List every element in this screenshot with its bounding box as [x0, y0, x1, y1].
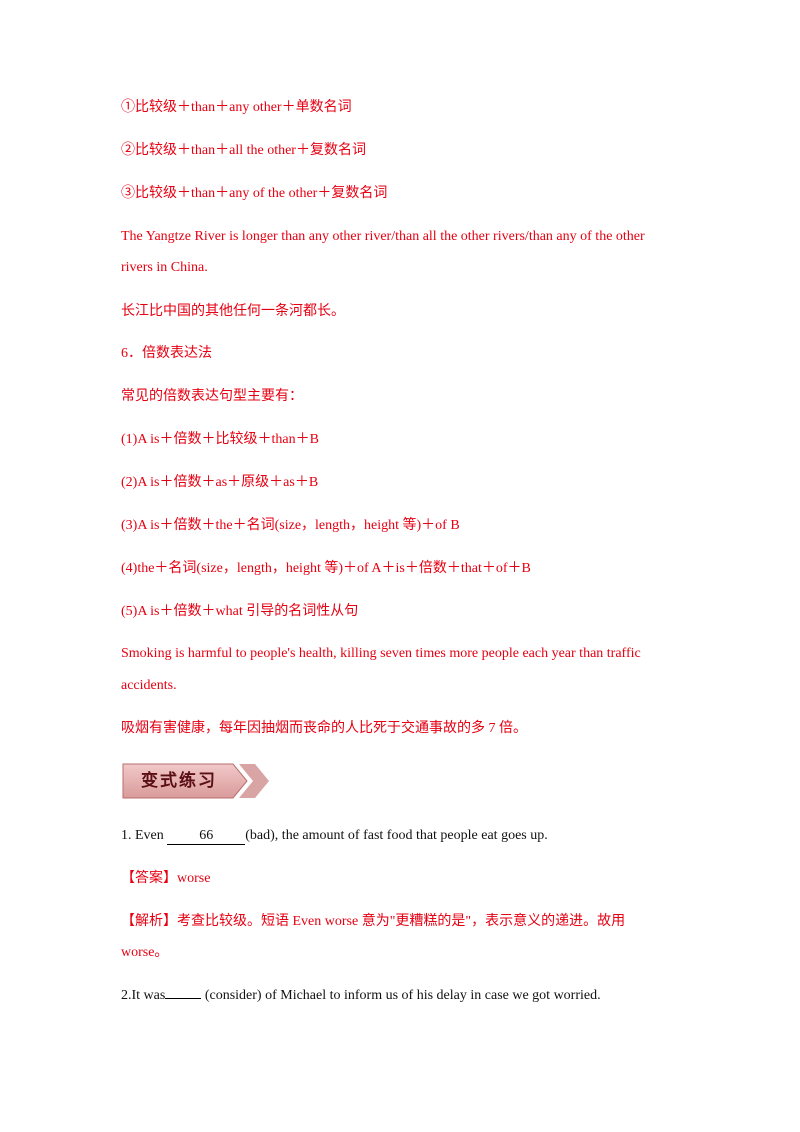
example-sentence-line-1: The Yangtze River is longer than any oth… [121, 229, 645, 244]
question-1-blank[interactable]: 66 [167, 828, 246, 845]
question-2-suffix: (consider) of Michael to inform us of hi… [201, 988, 601, 1003]
pattern-5: (5)A is＋倍数＋what 引导的名词性从句 [121, 604, 359, 619]
analysis-line-2: worse。 [121, 945, 169, 960]
question-2-blank[interactable] [165, 998, 202, 999]
example2-line-1: Smoking is harmful to people's health, k… [121, 646, 641, 661]
question-2-prefix: 2.It was [121, 988, 166, 1003]
banner-label: 变式练习 [141, 771, 217, 791]
section-heading: 6．倍数表达法 [121, 346, 212, 361]
analysis-label: 【解析】 [121, 914, 177, 929]
answer-line: 【答案】worse [121, 870, 210, 888]
question-1: 1. Even 66(bad), the amount of fast food… [121, 827, 548, 845]
answer-value: worse [177, 871, 211, 886]
analysis-line-1: 【解析】考查比较级。短语 Even worse 意为"更糟糕的是"，表示意义的递… [121, 913, 625, 931]
section-banner: 变式练习 [121, 760, 276, 802]
example2-line-2: accidents. [121, 678, 177, 693]
rule-line-3: ③比较级＋than＋any of the other＋复数名词 [121, 186, 388, 201]
pattern-1: (1)A is＋倍数＋比较级＋than＋B [121, 432, 319, 447]
question-1-suffix: (bad), the amount of fast food that peop… [245, 828, 548, 843]
example-sentence-line-2: rivers in China. [121, 260, 208, 275]
pattern-3: (3)A is＋倍数＋the＋名词(size，length，height 等)＋… [121, 518, 460, 533]
answer-label: 【答案】 [121, 871, 177, 886]
rule-line-1: ①比较级＋than＋any other＋单数名词 [121, 100, 352, 115]
banner-arrow-icon [122, 763, 269, 799]
pattern-4: (4)the＋名词(size，length，height 等)＋of A＋is＋… [121, 561, 531, 576]
intro-line: 常见的倍数表达句型主要有： [121, 389, 303, 404]
question-1-prefix: 1. Even [121, 828, 168, 843]
example-translation: 长江比中国的其他任何一条河都长。 [121, 304, 345, 319]
question-2: 2.It was (consider) of Michael to inform… [121, 987, 601, 1005]
analysis-text: 考查比较级。短语 Even worse 意为"更糟糕的是"，表示意义的递进。故用 [177, 914, 626, 929]
rule-line-2: ②比较级＋than＋all the other＋复数名词 [121, 143, 366, 158]
pattern-2: (2)A is＋倍数＋as＋原级＋as＋B [121, 475, 319, 490]
example2-translation: 吸烟有害健康，每年因抽烟而丧命的人比死于交通事故的多 7 倍。 [121, 721, 527, 736]
